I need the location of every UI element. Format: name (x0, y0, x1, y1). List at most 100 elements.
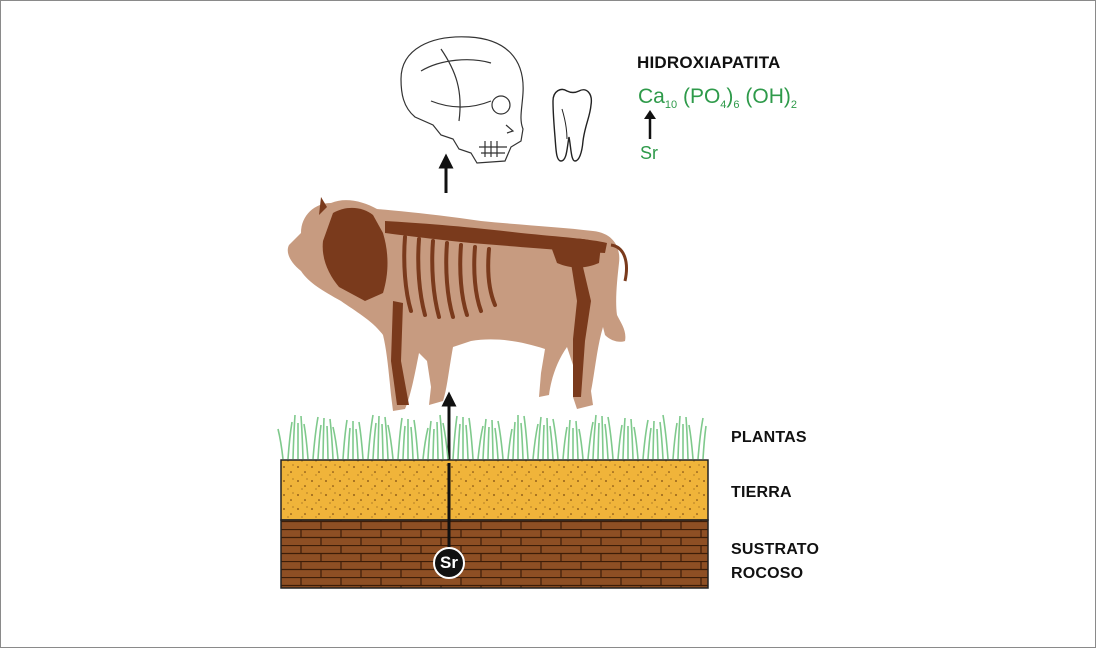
grass-blade (634, 427, 638, 459)
grass-blade (388, 425, 393, 459)
grass-blade (623, 418, 625, 459)
grass-blade (498, 421, 503, 459)
grass-blade (653, 421, 654, 459)
formula-oh: (OH) (745, 85, 791, 108)
grass-blade (588, 422, 593, 459)
grass-blade (631, 419, 633, 459)
grass-blade (343, 420, 347, 459)
grass-blade (478, 426, 483, 459)
grass-blade (440, 415, 443, 459)
grass-blade (593, 415, 596, 459)
grass-blade (550, 426, 553, 459)
grass-blade (524, 416, 528, 459)
grass-blade (453, 416, 457, 459)
grass-blade (288, 422, 292, 459)
up-arrow-icon (643, 109, 657, 141)
grass-blade (378, 416, 379, 459)
strontium-substitute: Sr (640, 143, 658, 164)
label-tierra: TIERRA (731, 484, 792, 502)
hydroxyapatite-formula: Ca10 (PO4)6 (OH)2 (638, 85, 797, 109)
grass-blade (458, 424, 460, 459)
grass-blade (602, 416, 603, 459)
grass-blade (368, 415, 373, 459)
grass-blade (293, 415, 295, 459)
grass-blade (403, 426, 405, 459)
grass-blade (433, 429, 434, 459)
grass-blade (686, 417, 688, 459)
grass-blade (327, 426, 328, 459)
grass-blade (488, 427, 489, 459)
grass-blade (657, 429, 658, 459)
grass-blade (469, 418, 473, 459)
tooth-icon (553, 89, 591, 161)
formula-po: (PO (683, 85, 720, 108)
grass-blade (605, 424, 608, 459)
grass-blade (318, 425, 321, 459)
grass-blade (698, 418, 703, 459)
grass-blade (483, 419, 486, 459)
grass-blade (543, 425, 544, 459)
grass-blade (398, 418, 402, 459)
grass-blade (411, 427, 413, 459)
grass-blade (568, 420, 570, 459)
grass-icon (278, 415, 706, 459)
grass-blade (618, 425, 622, 459)
grass-blade (579, 429, 583, 459)
grass-blade (663, 415, 668, 459)
grass-blade (278, 429, 283, 459)
grass-blade (576, 421, 578, 459)
grass-blade (382, 424, 383, 459)
grass-blade (466, 425, 468, 459)
grass-blade (553, 419, 558, 459)
bedrock-layer (281, 520, 708, 588)
grass-blade (521, 423, 523, 459)
grass-blade (423, 428, 428, 459)
grass-blade (359, 422, 363, 459)
grass-blade (678, 416, 680, 459)
grass-blade (689, 425, 693, 459)
bison-skeleton-icon (288, 197, 627, 411)
grass-blade (703, 426, 706, 459)
grass-blade (533, 424, 538, 459)
grass-blade (648, 428, 651, 459)
formula-ca-sub: 10 (665, 99, 677, 111)
label-plantas: PLANTAS (731, 429, 807, 447)
grass-blade (323, 418, 324, 459)
skull-icon (401, 37, 523, 163)
grass-blade (608, 417, 613, 459)
grass-blade (673, 423, 677, 459)
grass-blade (443, 423, 448, 459)
grass-blade (660, 422, 663, 459)
grass-blade (547, 418, 548, 459)
grass-blade (437, 422, 438, 459)
grass-blade (373, 423, 376, 459)
formula-ca: Ca (638, 85, 665, 108)
grass-blade (563, 427, 567, 459)
formula-po-close-sub: 6 (733, 99, 739, 111)
grass-blade (513, 422, 515, 459)
grass-blade (508, 429, 512, 459)
formula-oh-sub: 2 (791, 99, 797, 111)
grass-blade (492, 420, 493, 459)
grass-blade (313, 417, 318, 459)
grass-blade (414, 420, 418, 459)
grass-blade (428, 421, 431, 459)
soil-layer (281, 460, 708, 520)
label-sustrato: SUSTRATO (731, 541, 819, 559)
grass-blade (301, 416, 303, 459)
grass-blade (333, 427, 338, 459)
grass-blade (495, 428, 498, 459)
formula-title: HIDROXIAPATITA (637, 53, 781, 73)
grass-blade (356, 429, 358, 459)
grass-blade (598, 423, 599, 459)
grass-blade (538, 417, 541, 459)
grass-blade (330, 419, 333, 459)
grass-blade (385, 417, 388, 459)
grass-blade (304, 424, 308, 459)
grass-blade (643, 420, 648, 459)
label-rocoso: ROCOSO (731, 565, 803, 583)
grass-blade (348, 428, 350, 459)
strontium-source-badge: Sr (433, 547, 465, 579)
